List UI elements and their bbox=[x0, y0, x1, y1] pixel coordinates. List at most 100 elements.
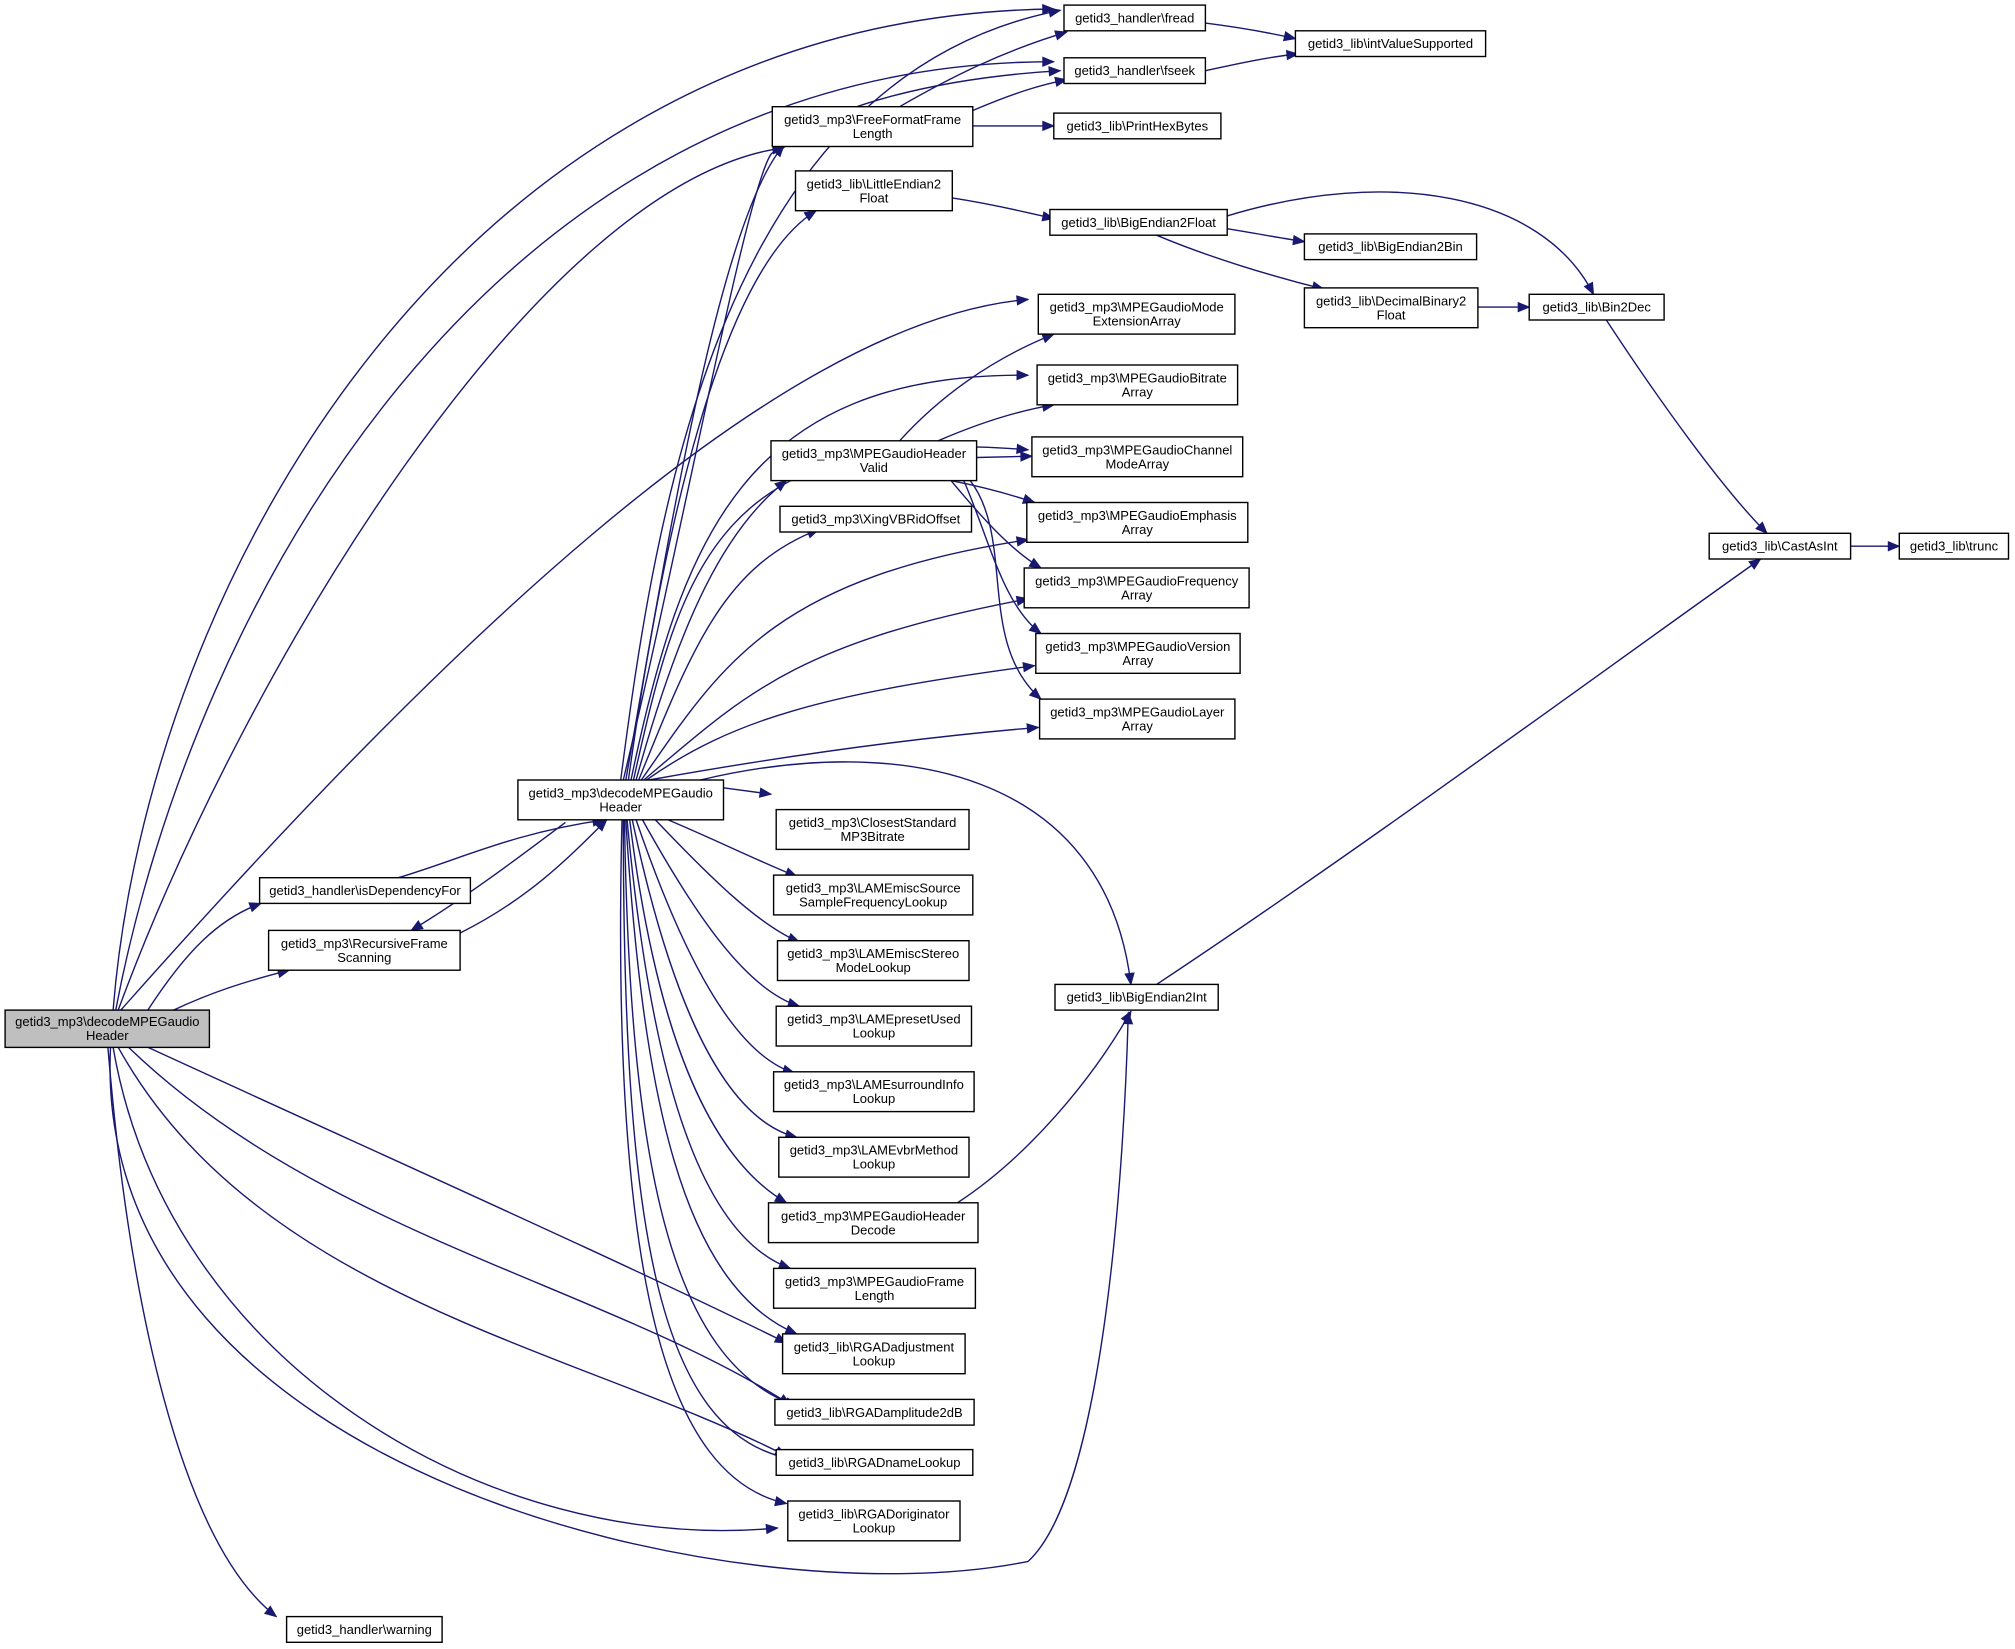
node-label-version-2: Array bbox=[1122, 653, 1154, 668]
edge-dec-to-lamesurround bbox=[635, 819, 796, 1075]
arrowhead bbox=[1120, 1010, 1132, 1024]
node-label-dep-1: getid3_handler\isDependencyFor bbox=[269, 883, 461, 898]
node-rgamp[interactable]: getid3_lib\RGADamplitude2dB bbox=[774, 1398, 975, 1426]
edge-dec-to-layer bbox=[648, 723, 1040, 781]
node-label-freq-1: getid3_mp3\MPEGaudioFrequency bbox=[1035, 573, 1239, 588]
edge-dec-to-rgname bbox=[622, 819, 799, 1464]
node-label-warning-1: getid3_handler\warning bbox=[297, 1622, 432, 1637]
node-bin2dec[interactable]: getid3_lib\Bin2Dec bbox=[1528, 293, 1665, 321]
edge-dep-to-dec bbox=[398, 816, 606, 879]
edge-fread-to-ivs bbox=[1205, 22, 1297, 42]
node-box-fread bbox=[1063, 4, 1207, 32]
edge-line bbox=[1605, 319, 1768, 534]
edge-be2f-to-be2bin bbox=[1227, 228, 1306, 246]
node-fseek[interactable]: getid3_handler\fseek bbox=[1063, 57, 1207, 85]
node-warning[interactable]: getid3_handler\warning bbox=[285, 1615, 443, 1643]
edge-hvalid-to-version bbox=[963, 480, 1042, 635]
edge-line bbox=[120, 298, 1029, 1011]
node-castasint[interactable]: getid3_lib\CastAsInt bbox=[1708, 532, 1852, 560]
node-label-rfs-2: Scanning bbox=[337, 950, 391, 965]
edge-fffl-to-fseek bbox=[972, 76, 1068, 112]
node-label-lamesurround-2: Lookup bbox=[853, 1091, 896, 1106]
edge-line bbox=[641, 819, 800, 1007]
edge-line bbox=[952, 197, 1054, 220]
node-label-hvalid-2: Valid bbox=[860, 460, 888, 475]
arrowhead bbox=[1517, 301, 1531, 313]
node-be2bin[interactable]: getid3_lib\BigEndian2Bin bbox=[1303, 233, 1478, 261]
edge-line bbox=[107, 1047, 277, 1618]
edge-line bbox=[128, 1046, 791, 1406]
node-lamesrc[interactable]: getid3_mp3\LAMEmiscSourceSampleFrequency… bbox=[772, 874, 974, 916]
arrowhead bbox=[1054, 30, 1068, 41]
node-box-framelen bbox=[772, 1267, 977, 1309]
arrowhead bbox=[774, 479, 788, 492]
node-box-lamepreset bbox=[775, 1005, 973, 1047]
node-box-bin2dec bbox=[1528, 293, 1665, 321]
node-box-fseek bbox=[1063, 57, 1207, 85]
node-be2f[interactable]: getid3_lib\BigEndian2Float bbox=[1049, 208, 1228, 236]
edge-line bbox=[622, 819, 797, 1461]
node-box-xing bbox=[779, 505, 973, 533]
node-dep[interactable]: getid3_handler\isDependencyFor bbox=[258, 877, 472, 905]
edge-hvalid-to-bitrate bbox=[937, 401, 1056, 442]
node-trunc[interactable]: getid3_lib\trunc bbox=[1898, 532, 2010, 560]
node-ivs[interactable]: getid3_lib\intValueSupported bbox=[1294, 30, 1487, 58]
edge-hvalid-to-chmode bbox=[976, 451, 1034, 462]
edge-line bbox=[957, 1011, 1132, 1204]
edge-line bbox=[638, 528, 819, 781]
arrowhead bbox=[774, 1495, 788, 1507]
node-rgname[interactable]: getid3_lib\RGADnameLookup bbox=[775, 1448, 974, 1476]
node-label-fffl-1: getid3_mp3\FreeFormatFrame bbox=[784, 112, 961, 127]
arrowhead bbox=[1047, 7, 1062, 18]
node-label-trunc-1: getid3_lib\trunc bbox=[1910, 539, 1999, 554]
node-xing[interactable]: getid3_mp3\XingVBRidOffset bbox=[779, 505, 973, 533]
edge-root-to-warning bbox=[107, 1047, 278, 1618]
arrowhead bbox=[248, 902, 263, 913]
node-box-lamestereo bbox=[776, 940, 970, 982]
node-fread[interactable]: getid3_handler\fread bbox=[1063, 4, 1207, 32]
arrowhead bbox=[1022, 662, 1036, 673]
edge-dec-to-rgamp bbox=[623, 819, 798, 1408]
edge-line bbox=[645, 665, 1035, 781]
edge-line bbox=[972, 79, 1067, 112]
node-label-root-1: getid3_mp3\decodeMPEGaudio bbox=[15, 1014, 199, 1029]
arrowhead bbox=[1048, 66, 1062, 77]
node-label-hdecode-1: getid3_mp3\MPEGaudioHeader bbox=[781, 1208, 966, 1223]
node-label-emph-2: Array bbox=[1122, 522, 1154, 537]
node-box-emph bbox=[1026, 501, 1249, 543]
node-phb[interactable]: getid3_lib\PrintHexBytes bbox=[1053, 112, 1222, 140]
arrowhead bbox=[1015, 536, 1030, 547]
edge-be2f-to-bin2dec bbox=[1226, 191, 1595, 296]
edge-dec-to-freq bbox=[643, 595, 1030, 781]
edge-line bbox=[117, 1046, 787, 1457]
edge-line bbox=[629, 819, 787, 1204]
arrowhead bbox=[777, 1259, 792, 1270]
node-be2int[interactable]: getid3_lib\BigEndian2Int bbox=[1054, 983, 1219, 1011]
arrowhead bbox=[1042, 56, 1056, 67]
edge-line bbox=[630, 374, 1029, 781]
